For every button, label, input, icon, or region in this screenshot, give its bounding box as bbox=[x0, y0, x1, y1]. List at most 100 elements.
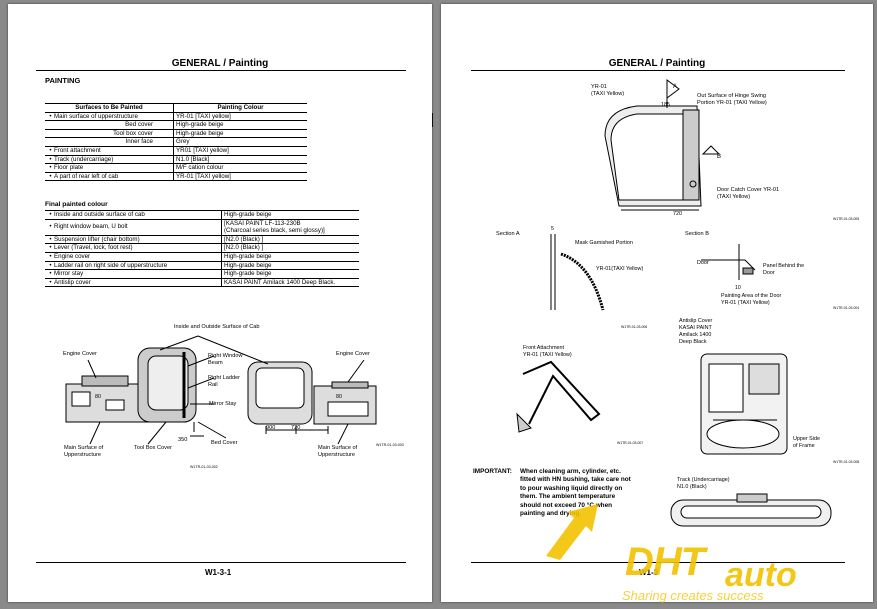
dim-350: 350 bbox=[178, 437, 188, 443]
bullet: • bbox=[49, 252, 52, 260]
surface-text: Floor plate bbox=[54, 164, 84, 172]
label-door-catch-1: Door Catch Cover YR-01 bbox=[717, 187, 780, 193]
section-b-title: Section B bbox=[685, 231, 709, 237]
surface-cell: •Front attachment bbox=[45, 146, 174, 156]
figure-code-5: W1TR-01-03-008 bbox=[833, 460, 860, 464]
label-engine-cover-left: Engine Cover bbox=[63, 351, 97, 357]
footer-rule bbox=[36, 562, 406, 563]
colour-text-2: (Charcoal series black, semi glossy)] bbox=[224, 227, 325, 235]
colour-text: High-grade beige bbox=[224, 261, 272, 269]
painting-table: Surfaces to Be Painted Painting Colour •… bbox=[45, 103, 307, 182]
surface-cell: •Engine cover bbox=[45, 252, 222, 262]
colour-cell: High-grade beige bbox=[221, 252, 359, 262]
colour-cell: YR-01 [TAXI yellow] bbox=[173, 112, 307, 122]
track-drawing bbox=[670, 493, 832, 527]
left-page: GENERAL / Painting PAINTING Surfaces to … bbox=[8, 4, 432, 602]
bullet: • bbox=[49, 172, 52, 180]
bullet: • bbox=[49, 164, 52, 172]
important-text: When cleaning arm, cylinder, etc.fitted … bbox=[520, 468, 631, 518]
bullet: • bbox=[49, 261, 52, 269]
surface-text: Main surface of upperstructure bbox=[54, 112, 138, 120]
label-yr01-2: (TAXI Yellow) bbox=[591, 91, 625, 97]
label-front-attachment-1: Front Attachment bbox=[523, 345, 565, 351]
watermark-brand-b: auto bbox=[725, 556, 797, 594]
bullet: • bbox=[49, 235, 52, 243]
colour-cell: High-grade beige bbox=[221, 269, 359, 279]
label-panel-behind-2: Door bbox=[763, 270, 775, 276]
bullet: • bbox=[49, 270, 52, 278]
important-line: them. The ambient temperature bbox=[520, 493, 616, 501]
dim-720: 720 bbox=[673, 211, 682, 217]
table-row: •Suspension lifter (chair bottom) [N2.0 (… bbox=[45, 235, 359, 245]
bullet: • bbox=[49, 244, 52, 252]
colour-cell: Grey bbox=[173, 137, 307, 147]
label-painting-area-2: YR-01 (TAXI Yellow) bbox=[721, 300, 770, 306]
table-row: •Track (undercarriage)N1.0 [Black] bbox=[45, 155, 307, 165]
surface-cell: •Inside and outside surface of cab bbox=[45, 211, 222, 220]
page-header: GENERAL / Painting bbox=[171, 58, 269, 69]
surface-cell: •Floor plate bbox=[45, 163, 174, 173]
surface-cell: Bed cover bbox=[45, 120, 174, 130]
bullet: • bbox=[49, 146, 52, 154]
label-track-2: N1.0 (Black) bbox=[677, 484, 707, 490]
label-out-surface-1: Out Surface of Hinge Swing bbox=[697, 93, 767, 99]
page-header: GENERAL / Painting bbox=[608, 58, 706, 69]
surface-cell: Inner face bbox=[45, 137, 174, 147]
surface-text: Antislip cover bbox=[54, 278, 91, 286]
surface-text: Suspension lifter (chair bottom) bbox=[54, 235, 140, 243]
label-bed-cover: Bed Cover bbox=[211, 440, 238, 446]
table-row: •Ladder rail on right side of upperstruc… bbox=[45, 261, 359, 271]
label-engine-cover-right: Engine Cover bbox=[336, 351, 370, 357]
surface-cell: •Lever (Travel, lock, foot rest) bbox=[45, 243, 222, 253]
label-right-ladder-2: Rail bbox=[208, 382, 218, 388]
header-rule bbox=[36, 70, 406, 71]
surface-text: Front attachment bbox=[54, 146, 101, 154]
dim-10: 10 bbox=[735, 285, 741, 291]
page-footer: W1-3 bbox=[639, 568, 659, 577]
watermark-brand-a: DHT bbox=[625, 540, 705, 584]
figure-code-1: W1TR-01-03-005 bbox=[833, 217, 860, 221]
figure-code-3: W1TR-01-03-006 bbox=[621, 325, 648, 329]
attachment-drawings bbox=[516, 353, 788, 455]
colour-cell: [KASAI PAINT LF-113-230B(Charcoal series… bbox=[221, 219, 359, 236]
surface-text: Lever (Travel, lock, foot rest) bbox=[54, 244, 133, 252]
label-door: Door bbox=[697, 260, 709, 266]
colour-cell: High-grade beige bbox=[221, 211, 359, 220]
dim-5: 5 bbox=[551, 226, 554, 232]
surface-cell: •Antislip cover bbox=[45, 278, 222, 288]
surface-text: Ladder rail on right side of upperstruct… bbox=[54, 261, 168, 269]
surface-cell: •Track (undercarriage) bbox=[45, 155, 174, 165]
surface-text: Track (undercarriage) bbox=[54, 155, 114, 163]
page-footer: W1-3-1 bbox=[205, 568, 232, 577]
colour-text: [KASAI PAINT LF-113-230B bbox=[224, 219, 301, 227]
colour-text: [N2.0 (Black) ] bbox=[224, 235, 264, 243]
label-out-surface-2: Portion YR-01 (TAXI Yellow) bbox=[697, 100, 767, 106]
label-antislip-2: KASAI PAINT bbox=[679, 325, 712, 331]
colour-cell: YR01 [TAXI yellow] bbox=[173, 146, 307, 156]
colour-cell: High-grade beige bbox=[173, 120, 307, 130]
dim-185: 185 bbox=[661, 102, 670, 108]
colour-text: High-grade beige bbox=[224, 252, 272, 260]
label-inside-outside: Inside and Outside Surface of Cab bbox=[174, 324, 260, 330]
final-title: Final painted colour bbox=[45, 201, 108, 208]
bullet: • bbox=[49, 223, 52, 231]
surface-cell: •Mirror stay bbox=[45, 269, 222, 279]
label-yr01-taxi: YR-01(TAXI Yellow) bbox=[596, 266, 644, 272]
label-main-surface-right-2: Upperstructure bbox=[318, 452, 355, 458]
surface-cell: Tool box cover bbox=[45, 129, 174, 139]
surface-text: Mirror stay bbox=[54, 270, 84, 278]
table-header-surface: Surfaces to Be Painted bbox=[45, 103, 174, 113]
cab-drawing bbox=[604, 79, 721, 211]
colour-text: High-grade beige bbox=[224, 270, 272, 278]
label-right-window-beam-2: Beam bbox=[208, 360, 223, 366]
bullet: • bbox=[49, 155, 52, 163]
watermark-slogan: Sharing creates success bbox=[622, 588, 764, 603]
label-antislip-4: Deep Black bbox=[679, 339, 707, 345]
label-antislip-1: Antislip Cover bbox=[679, 318, 713, 324]
